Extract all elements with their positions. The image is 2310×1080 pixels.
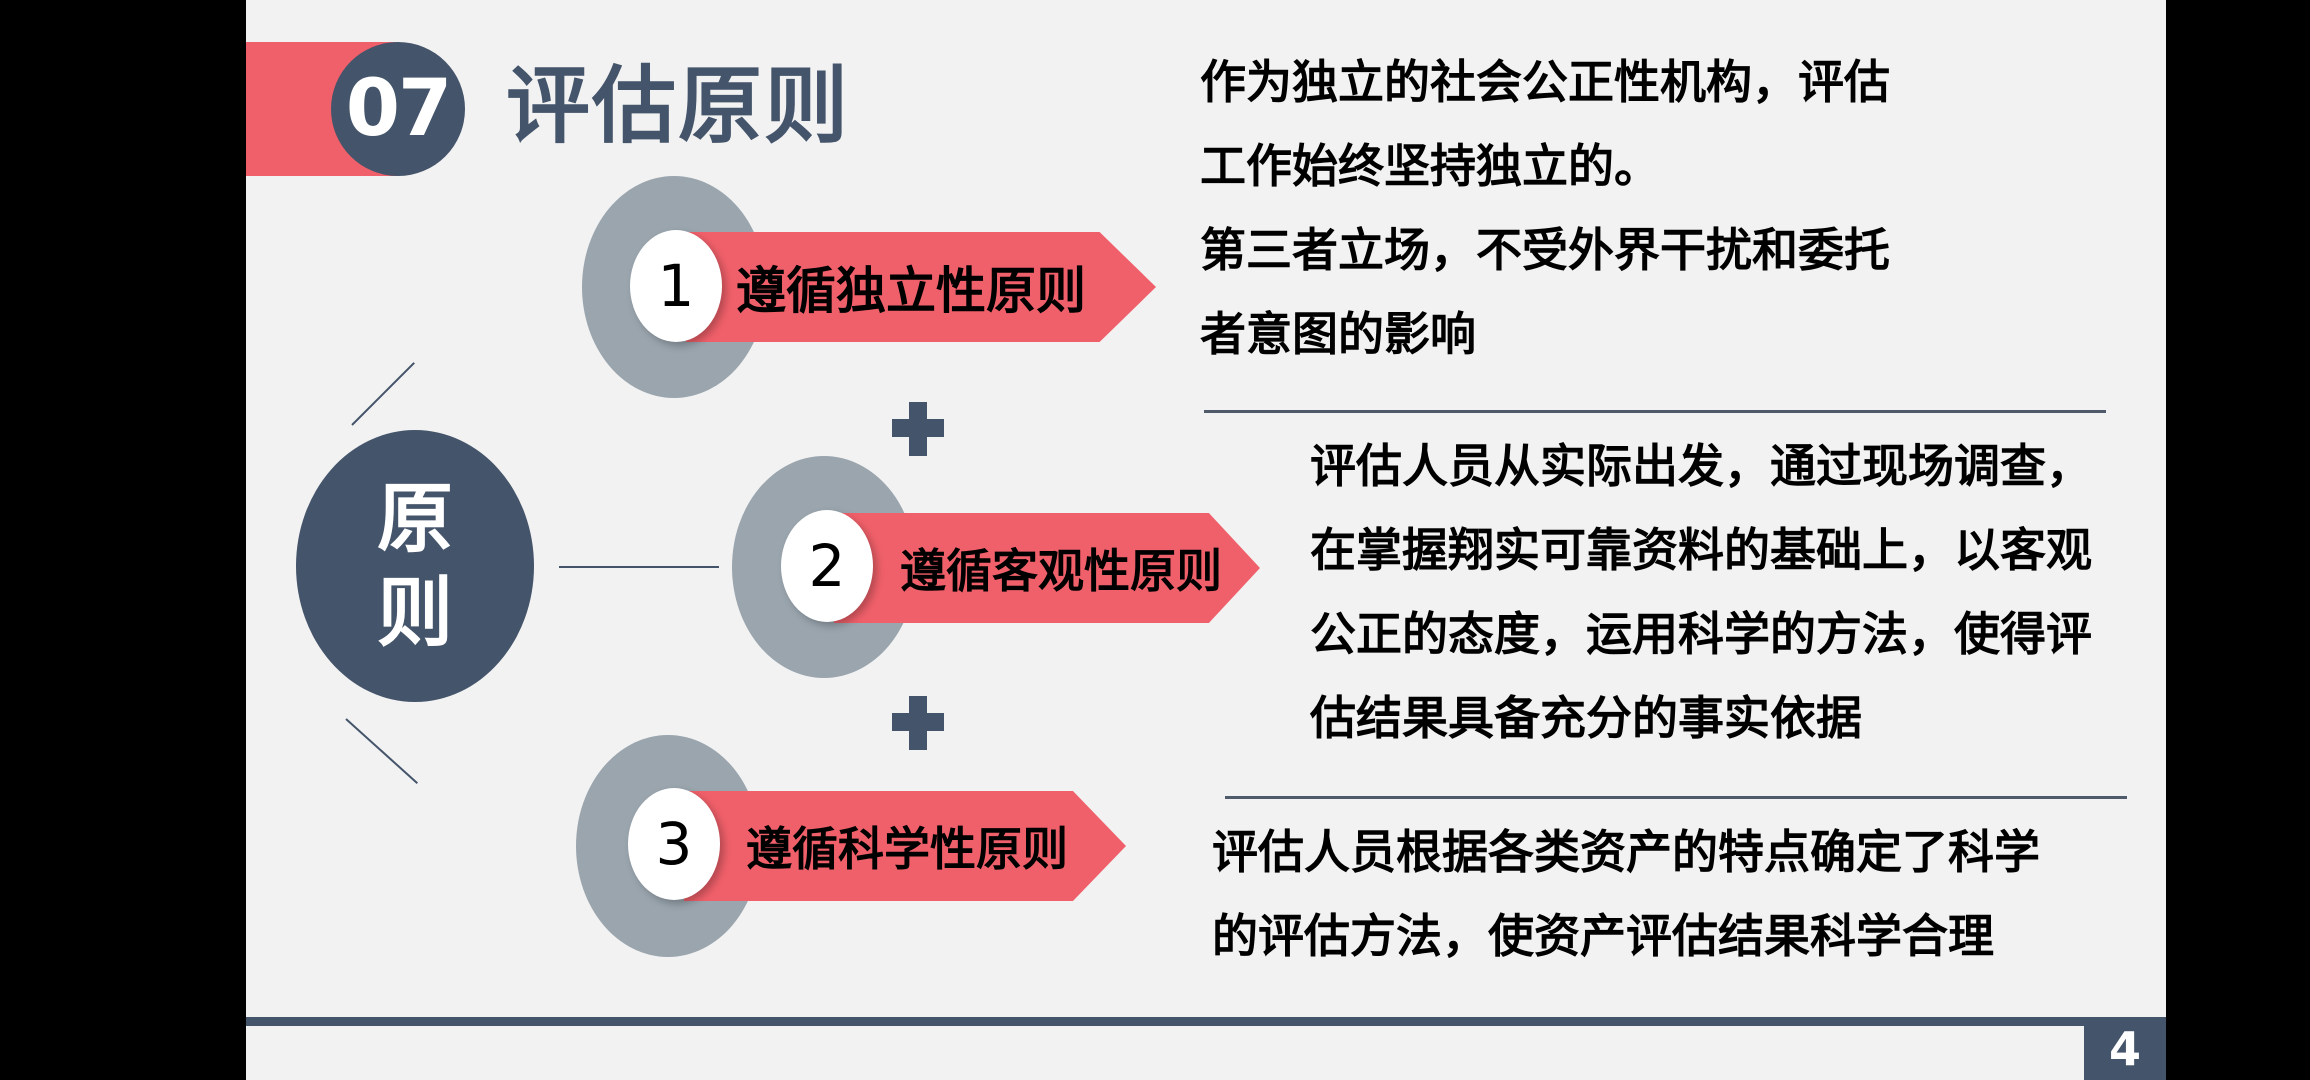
description-line: 作为独立的社会公正性机构，评估 bbox=[1200, 55, 1890, 109]
plus-icon bbox=[892, 402, 944, 456]
description-line: 者意图的影响 bbox=[1200, 307, 1476, 361]
description-line: 第三者立场，不受外界干扰和委托 bbox=[1200, 223, 1890, 277]
hub-label-line2: 则 bbox=[377, 568, 453, 657]
principle-3-label: 遵循科学性原则 bbox=[746, 822, 1068, 876]
hub-label-line1: 原 bbox=[377, 474, 453, 563]
separator-line bbox=[1204, 410, 2106, 413]
page-title: 评估原则 bbox=[506, 57, 851, 155]
description-line: 估结果具备充分的事实依据 bbox=[1310, 691, 1862, 745]
principle-3-banner: 遵循科学性原则 bbox=[684, 791, 1126, 901]
separator-line bbox=[1225, 796, 2127, 799]
slide: 07 评估原则 原 则 遵循独立性原则 1 遵循客观性原则 2 遵循科学性原则 … bbox=[246, 0, 2166, 1080]
plus-icon bbox=[892, 696, 944, 750]
description-line: 评估人员从实际出发，通过现场调查， bbox=[1310, 439, 2092, 493]
page-number: 4 bbox=[2084, 1017, 2166, 1080]
principle-2-label: 遵循客观性原则 bbox=[900, 544, 1222, 598]
principle-1-label: 遵循独立性原则 bbox=[736, 262, 1086, 320]
principle-3-number: 3 bbox=[628, 788, 720, 900]
description-line: 评估人员根据各类资产的特点确定了科学 bbox=[1212, 825, 2040, 879]
principle-3-description: 评估人员根据各类资产的特点确定了科学 的评估方法，使资产评估结果科学合理 bbox=[1212, 810, 2040, 978]
description-line: 在掌握翔实可靠资料的基础上，以客观 bbox=[1310, 523, 2092, 577]
connector-line-3 bbox=[345, 718, 419, 784]
footer-bar bbox=[246, 1017, 2166, 1026]
section-number-badge: 07 bbox=[331, 42, 465, 176]
principles-hub: 原 则 bbox=[296, 430, 534, 702]
description-line: 的评估方法，使资产评估结果科学合理 bbox=[1212, 909, 1994, 963]
principle-1-number: 1 bbox=[630, 230, 722, 342]
principle-2-description: 评估人员从实际出发，通过现场调查， 在掌握翔实可靠资料的基础上，以客观 公正的态… bbox=[1310, 424, 2092, 760]
principle-1-description: 作为独立的社会公正性机构，评估 工作始终坚持独立的。 第三者立场，不受外界干扰和… bbox=[1200, 40, 1890, 376]
connector-line-1 bbox=[351, 362, 415, 426]
connector-line-2 bbox=[559, 566, 719, 568]
principle-2-number: 2 bbox=[781, 510, 873, 622]
description-line: 工作始终坚持独立的。 bbox=[1200, 139, 1660, 193]
principle-1-banner: 遵循独立性原则 bbox=[686, 232, 1156, 342]
principle-2-banner: 遵循客观性原则 bbox=[834, 513, 1260, 623]
description-line: 公正的态度，运用科学的方法，使得评 bbox=[1310, 607, 2092, 661]
